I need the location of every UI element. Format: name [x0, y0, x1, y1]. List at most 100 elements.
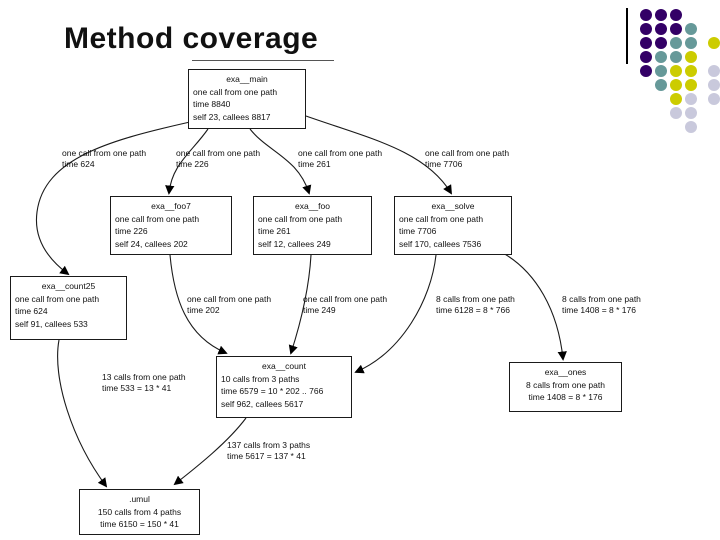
decoration-dot: [655, 79, 667, 91]
edge-label-line: one call from one path: [62, 148, 147, 158]
edge-label-line: time 1408 = 8 * 176: [562, 305, 636, 315]
decoration-dot: [685, 23, 697, 35]
node-calls: one call from one path: [115, 213, 200, 224]
edge-label-line: time 624: [62, 159, 95, 169]
node-time: time 7706: [399, 226, 437, 236]
graph-node-exa-ones: exa__ones 8 calls from one path time 140…: [509, 362, 622, 412]
node-self: self 962, callees 5617: [221, 398, 304, 409]
node-time: time 624: [15, 306, 48, 316]
node-name: exa__main: [226, 74, 268, 84]
title-underline: [192, 60, 334, 61]
decoration-dot: [708, 65, 720, 77]
edge-label-line: one call from one path: [303, 294, 388, 304]
node-time: time 8840: [193, 99, 231, 109]
node-name: exa__ones: [544, 367, 587, 377]
edge-label-main-count25: one call from one path time 624: [62, 148, 146, 170]
edge-label-line: time 533 = 13 * 41: [102, 383, 172, 393]
node-self: self 24, callees 202: [115, 238, 188, 249]
node-name: .umul: [129, 494, 150, 504]
edge-label-solve-ones: 8 calls from one path time 1408 = 8 * 17…: [562, 294, 641, 316]
node-calls: 150 calls from 4 paths: [97, 506, 182, 517]
decoration-dot: [708, 37, 720, 49]
decoration-dot: [685, 93, 697, 105]
node-calls: 10 calls from 3 paths: [221, 373, 300, 384]
graph-node-exa-foo7: exa__foo7 one call from one path time 22…: [110, 196, 232, 255]
edge-label-line: 137 calls from 3 paths: [227, 440, 311, 450]
graph-node-umul: .umul 150 calls from 4 paths time 6150 =…: [79, 489, 200, 535]
decoration-dot: [670, 37, 682, 49]
edge-label-line: time 249: [303, 305, 336, 315]
decoration-dot: [640, 51, 652, 63]
decoration-dot: [670, 65, 682, 77]
decoration-dot: [640, 9, 652, 21]
decoration-vertical-line: [626, 8, 628, 64]
node-self: self 23, callees 8817: [193, 111, 271, 122]
node-time: time 1408 = 8 * 176: [528, 392, 603, 402]
decoration-dot: [655, 37, 667, 49]
decoration-dot: [685, 65, 697, 77]
edge-label-line: time 261: [298, 159, 331, 169]
page-title: Method coverage: [64, 22, 319, 55]
node-time: time 261: [258, 226, 291, 236]
decoration-dot: [655, 51, 667, 63]
graph-node-exa-solve: exa__solve one call from one path time 7…: [394, 196, 512, 255]
edge-label-foo7-count: one call from one path time 202: [187, 294, 271, 316]
decoration-dot: [670, 79, 682, 91]
edge-label-line: time 226: [176, 159, 209, 169]
decoration-dot: [685, 79, 697, 91]
node-calls: one call from one path: [399, 213, 484, 224]
edge-label-line: 8 calls from one path: [436, 294, 515, 304]
node-self: self 170, callees 7536: [399, 238, 482, 249]
graph-node-exa-count: exa__count 10 calls from 3 paths time 65…: [216, 356, 352, 418]
node-calls: one call from one path: [15, 293, 100, 304]
edge-label-line: one call from one path: [176, 148, 261, 158]
decoration-dot: [640, 23, 652, 35]
decoration-dot: [685, 107, 697, 119]
graph-node-exa-count25: exa__count25 one call from one path time…: [10, 276, 127, 340]
decoration-dot: [655, 9, 667, 21]
node-self: self 12, callees 249: [258, 238, 331, 249]
node-name: exa__foo: [295, 201, 330, 211]
edge-label-line: one call from one path: [425, 148, 510, 158]
edge-label-line: 13 calls from one path: [102, 372, 186, 382]
edge-label-count25-umul: 13 calls from one path time 533 = 13 * 4…: [102, 372, 186, 394]
edge-label-line: one call from one path: [187, 294, 272, 304]
edge-label-line: time 5617 = 137 * 41: [227, 451, 306, 461]
edge-label-line: one call from one path: [298, 148, 383, 158]
edge-label-main-foo7: one call from one path time 226: [176, 148, 260, 170]
decoration-dot: [670, 107, 682, 119]
decoration-dot: [685, 121, 697, 133]
edge-label-line: time 202: [187, 305, 220, 315]
graph-node-exa-foo: exa__foo one call from one path time 261…: [253, 196, 372, 255]
decoration-dot: [670, 9, 682, 21]
node-name: exa__solve: [431, 201, 475, 211]
edge-label-line: time 6128 = 8 * 766: [436, 305, 510, 315]
decoration-dot: [640, 65, 652, 77]
decoration-dot: [670, 51, 682, 63]
decoration-dot: [670, 93, 682, 105]
edge-label-line: time 7706: [425, 159, 463, 169]
node-time: time 226: [115, 226, 148, 236]
node-calls: one call from one path: [258, 213, 343, 224]
decoration-dot: [670, 23, 682, 35]
node-time: time 6579 = 10 * 202 .. 766: [221, 386, 324, 396]
edge-count25-to-umul: [57, 339, 108, 488]
node-self: self 91, callees 533: [15, 318, 88, 329]
node-calls: 8 calls from one path: [526, 379, 605, 390]
edge-label-line: 8 calls from one path: [562, 294, 641, 304]
graph-node-exa-main: exa__main one call from one path time 88…: [188, 69, 306, 129]
decoration-dot: [685, 37, 697, 49]
decoration-dot: [655, 23, 667, 35]
decoration-dot: [708, 79, 720, 91]
node-calls: one call from one path: [193, 86, 278, 97]
edge-label-foo-count: one call from one path time 249: [303, 294, 387, 316]
edge-label-main-foo: one call from one path time 261: [298, 148, 382, 170]
node-time: time 6150 = 150 * 41: [100, 519, 179, 529]
decoration-dot: [708, 93, 720, 105]
decoration-dot: [685, 51, 697, 63]
edge-label-solve-count: 8 calls from one path time 6128 = 8 * 76…: [436, 294, 515, 316]
node-name: exa__count25: [41, 281, 96, 291]
node-name: exa__count: [262, 361, 306, 371]
